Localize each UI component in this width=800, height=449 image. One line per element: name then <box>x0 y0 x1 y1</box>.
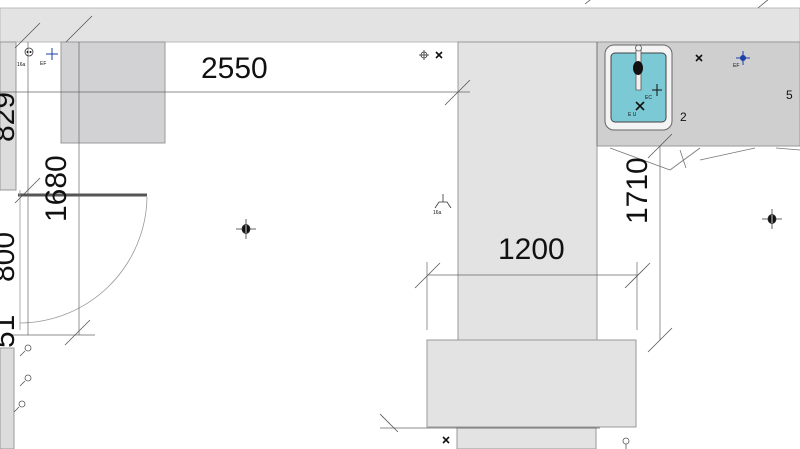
crosshair-icon-top-left <box>46 48 58 60</box>
light-fixture-icon-left <box>236 219 256 239</box>
crosshair-icon-counter <box>736 51 750 65</box>
switch-icon-counter <box>695 54 703 62</box>
switch-icon-sink-lower <box>635 101 645 111</box>
socket-symbol-mid <box>434 194 452 209</box>
tag-16a-top: 16a <box>17 62 26 68</box>
top-wall <box>0 7 800 43</box>
dimension-center-width: 1200 <box>498 233 565 266</box>
left-wall-upper <box>0 41 17 191</box>
switch-icon-bottom <box>442 436 450 444</box>
door-swing-arc <box>19 196 148 324</box>
room-number-2: 2 <box>680 110 687 124</box>
light-fixture-icon-right <box>762 209 782 229</box>
tag-ec: EC <box>645 95 652 101</box>
tag-16a-mid: 16a <box>433 210 442 216</box>
tag-eu: E U <box>628 112 637 118</box>
bottom-wall-stub <box>456 427 597 449</box>
left-wall-lower <box>0 347 15 449</box>
central-partition-base <box>426 339 637 428</box>
tag-ef-right: EF <box>733 63 739 69</box>
dimension-top-width: 2550 <box>201 52 268 85</box>
dimension-ticks <box>14 0 769 433</box>
dimension-right-vertical: 1710 <box>621 157 654 224</box>
switch-icon-sink <box>652 84 662 96</box>
switch-symbols-left <box>13 344 630 449</box>
tap-handle-icon <box>635 44 642 52</box>
dimension-lines <box>0 42 661 429</box>
switch-icon-top <box>435 51 443 59</box>
drain-icon <box>633 61 643 75</box>
dimension-edge-mid: 800 <box>0 232 21 282</box>
socket-icon-top-left <box>24 47 34 57</box>
dimension-left-vertical: 1680 <box>40 155 73 222</box>
dimension-edge-bottom: 51 <box>0 315 21 348</box>
room-number-5: 5 <box>786 88 793 102</box>
cabinet-door-lines <box>609 147 800 171</box>
central-partition <box>457 41 598 341</box>
crosshair-circle-icon <box>419 50 429 60</box>
tag-ef-top: EF <box>40 61 46 67</box>
dimension-edge-top: 829 <box>0 92 21 142</box>
upper-left-cabinet <box>60 41 166 144</box>
